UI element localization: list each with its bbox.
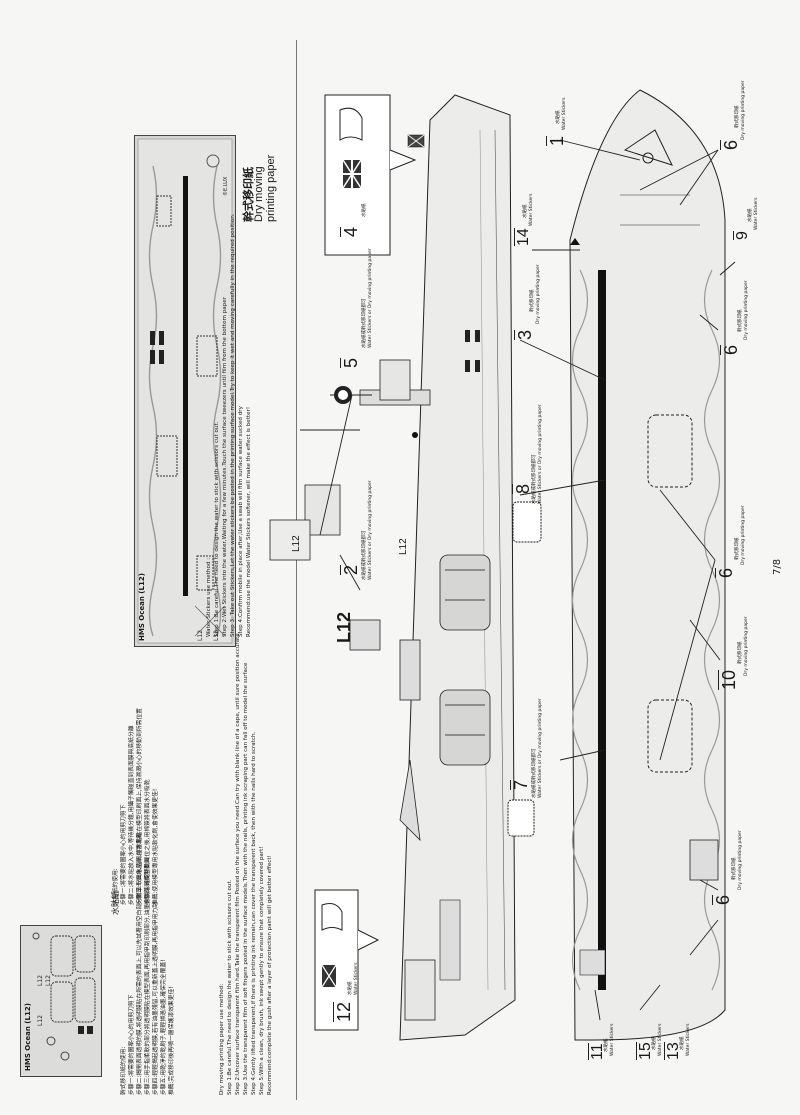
callout-4-cn: 水貼紙 (362, 203, 367, 218)
callout-12-en: Water Stickers (354, 962, 359, 996)
callout-1-en: Water Stickers (562, 97, 567, 131)
side-profile (269, 94, 516, 1041)
callout-3-en: Dry moving printing paper (536, 264, 541, 324)
divider-line (296, 40, 297, 1100)
flag-bubble-top (324, 94, 417, 256)
callout-2-en: Water Stickers or Dry moving printing pa… (368, 480, 373, 580)
callout-15-en: Water Stickers (658, 1023, 663, 1057)
callout-6-num: 6 (720, 139, 742, 150)
hull-mark-large: L12 (334, 611, 354, 643)
callout-4-num: 4 (340, 226, 362, 237)
callout-10-cn: 幹式移印紙 (738, 641, 743, 665)
leader-lines (319, 139, 721, 1021)
callout-9-cn: 水貼紙 (748, 208, 753, 223)
decal-box-8 (512, 501, 542, 543)
callout-1-cn: 水貼紙 (556, 110, 561, 125)
large-decal-sheet-art (137, 138, 233, 644)
callout-6-cn: 幹式移印紙 (735, 105, 740, 129)
callout-3-cn: 幹式移印紙 (530, 289, 535, 313)
callout-6-cn: 幹式移印紙 (732, 857, 737, 881)
callout-1-num: 1 (546, 135, 568, 146)
callout-14-num: 14 (514, 228, 533, 246)
callout-6-en: Dry moving printing paper (738, 830, 743, 890)
callout-6-num: 6 (712, 894, 734, 905)
callout-5-num: 5 (340, 357, 362, 368)
callout-11-cn: 水貼紙 (604, 1038, 609, 1053)
callout-15-cn: 水貼紙 (652, 1036, 657, 1051)
callout-11-en: Water Stickers (610, 1023, 615, 1057)
callout-13-en: Water Stickers (686, 1023, 691, 1057)
callout-2-cn: 水貼紙或幹式移印紙都可 (362, 530, 367, 581)
large-decal-sheet: HMS Ocean (L12) L12 L12 ®E.LUX (134, 135, 236, 647)
callout-14-cn: 水貼紙 (523, 204, 528, 219)
callout-3-num: 3 (514, 329, 536, 340)
callout-6-en: Dry moving printing paper (741, 80, 746, 140)
callout-6-cn: 幹式移印紙 (738, 309, 743, 333)
callout-5-en: Water Stickers or Dry moving printing pa… (368, 248, 373, 348)
callout-14-en: Water Stickers (529, 193, 534, 227)
callout-6-num: 6 (720, 344, 742, 355)
callout-10-num: 10 (718, 669, 740, 690)
small-decal-sheet: HMS Ocean (L12) L12 L12 L12 (20, 925, 102, 1077)
callout-8-cn: 水貼紙或幹式移印紙都可 (532, 454, 537, 505)
deck-centreline-stripe (598, 270, 606, 990)
callout-6-en: Dry moving printing paper (741, 505, 746, 565)
flag-bubble-bottom (314, 889, 380, 1031)
callout-2-num: 2 (340, 564, 362, 575)
decal-box-7 (507, 799, 535, 837)
hull-mark-bow-left: L12 (291, 535, 302, 552)
callout-9-en: Water Stickers (754, 197, 759, 231)
deck-plan (560, 89, 736, 1041)
hull-mark-bow-right: L12 (398, 538, 409, 555)
callout-7-num: 7 (510, 779, 532, 790)
callout-13-cn: 水貼紙 (680, 1036, 685, 1051)
callout-8-num: 8 (512, 483, 534, 494)
callout-7-en: Water Stickers or Dry moving printing pa… (538, 698, 543, 798)
callout-7-cn: 水貼紙或幹式移印紙都可 (532, 748, 537, 799)
callout-8-en: Water Stickers or Dry moving printing pa… (538, 404, 543, 504)
callout-12-cn: 水貼紙 (348, 981, 353, 996)
callout-10-en: Dry moving printing paper (744, 616, 749, 676)
callout-6-cn: 幹式移印紙 (735, 537, 740, 561)
callout-9-num: 9 (733, 231, 752, 240)
small-decal-sheet-art (32, 932, 96, 1061)
callout-6-en: Dry moving printing paper (744, 280, 749, 340)
callout-5-cn: 水貼紙或幹式移印紙都可 (362, 298, 367, 349)
callout-6-num: 6 (715, 567, 737, 578)
callout-12-num: 12 (333, 1001, 355, 1022)
